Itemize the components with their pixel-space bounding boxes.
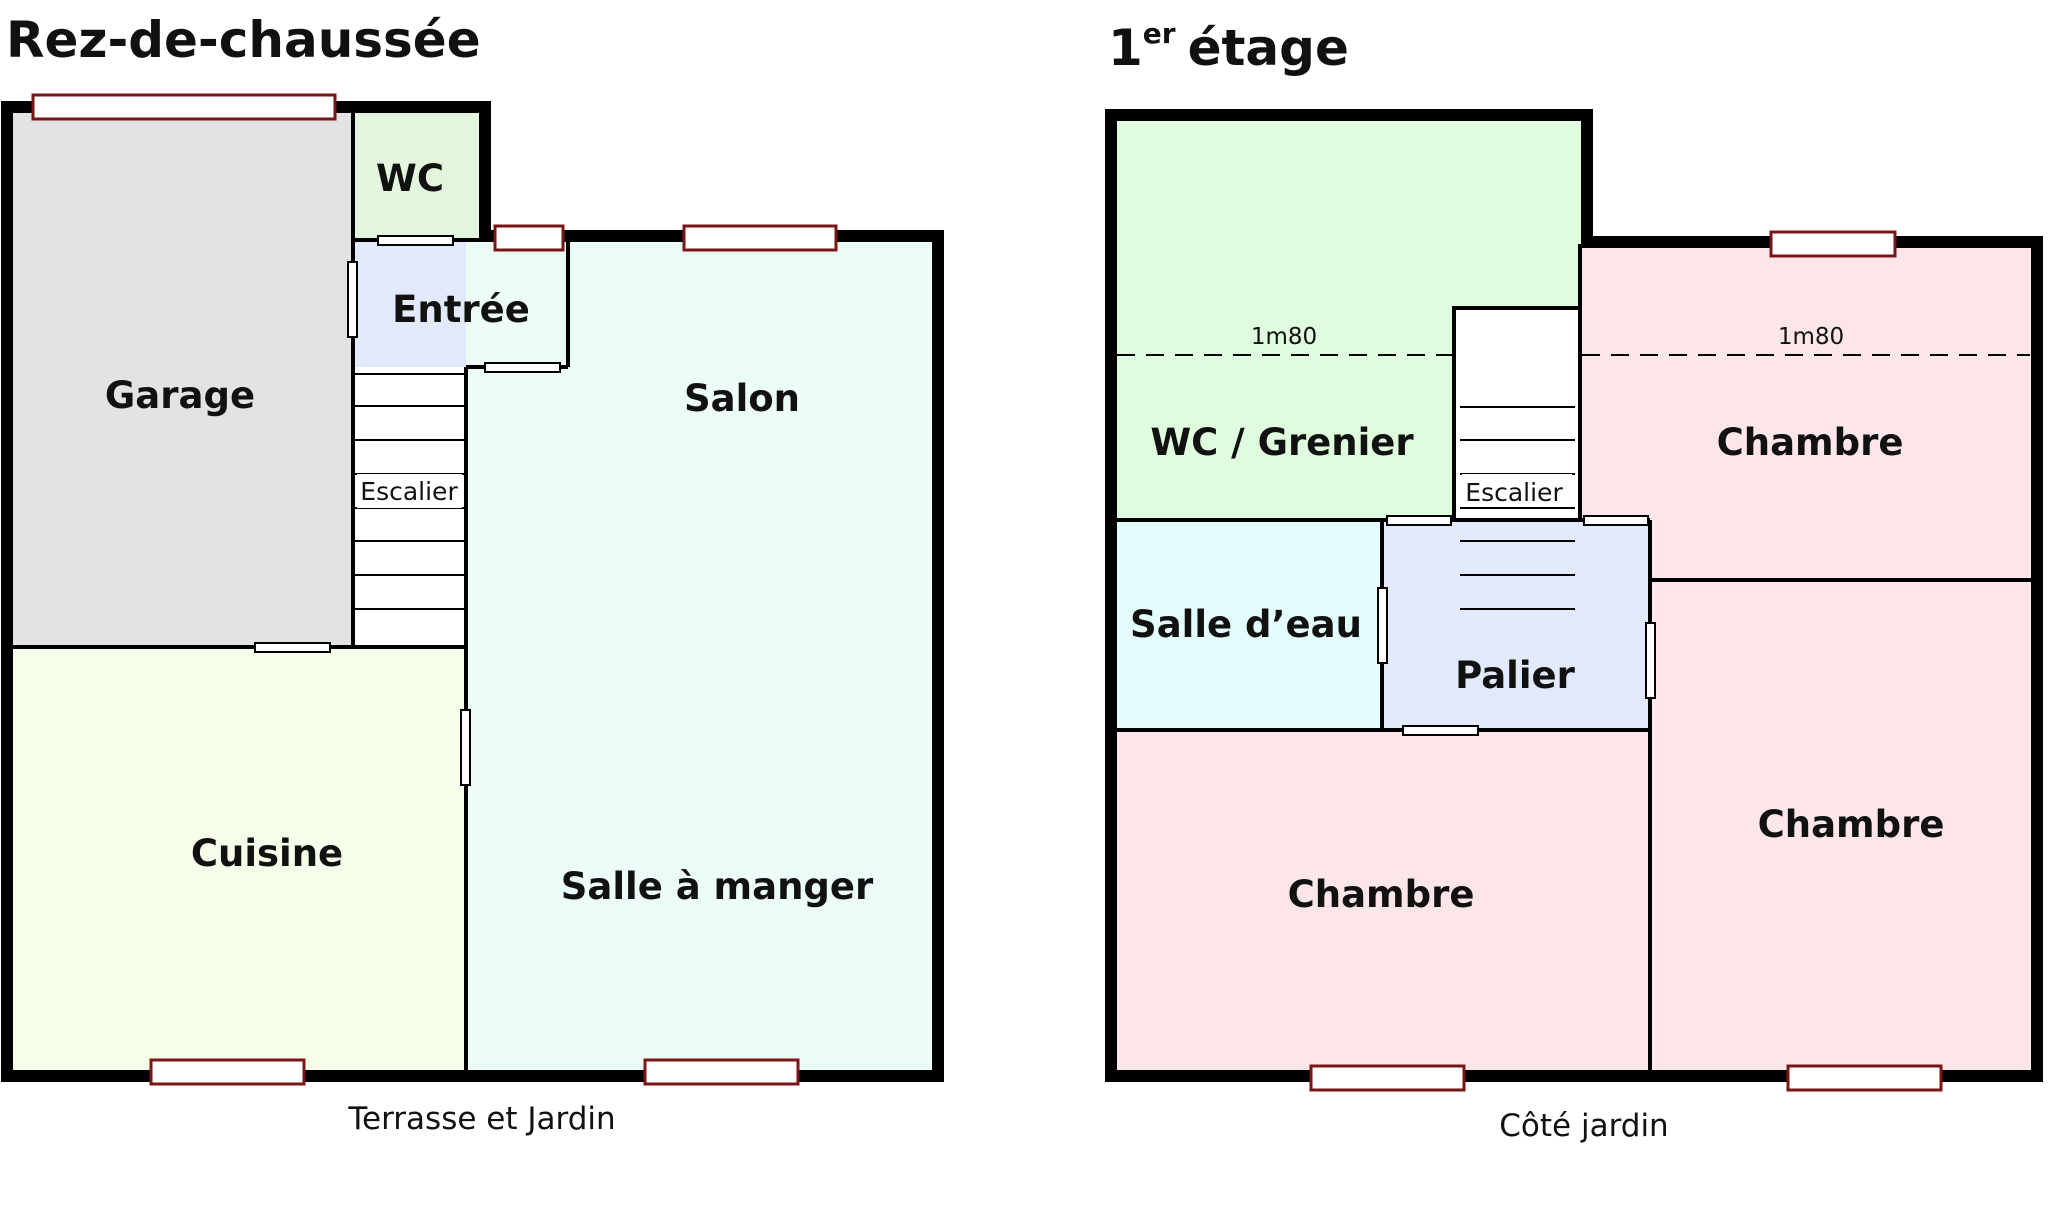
height-mark-right: 1m80 bbox=[1778, 324, 1844, 350]
room-label-wc: WC bbox=[376, 157, 444, 200]
window-entree bbox=[493, 224, 565, 252]
room-label-garage: Garage bbox=[105, 374, 255, 417]
ground-exterior-wall bbox=[1, 101, 944, 1082]
palier-room bbox=[1382, 520, 1650, 730]
ground-windows bbox=[31, 93, 838, 1086]
room-label-cuisine: Cuisine bbox=[191, 832, 343, 875]
room-label-wc-grenier: WC / Grenier bbox=[1150, 421, 1414, 464]
chambre-bottom-left-room bbox=[1115, 730, 1650, 1070]
first-floor-caption: Côté jardin bbox=[1499, 1108, 1668, 1144]
salon-room bbox=[466, 240, 936, 1072]
ground-floor-title: Rez-de-chaussée bbox=[6, 11, 481, 69]
door-entree-salon bbox=[484, 362, 561, 373]
window-garage bbox=[31, 93, 337, 121]
room-label-chambre-top-right: Chambre bbox=[1717, 421, 1904, 464]
salle-eau-room bbox=[1115, 520, 1382, 730]
first-stair-label-bg bbox=[1462, 474, 1572, 507]
door-wc-grenier bbox=[1386, 515, 1452, 526]
door-cuisine-salon bbox=[460, 709, 471, 786]
chambre-top-right-room bbox=[1582, 246, 2032, 580]
room-label-entree: Entrée bbox=[392, 288, 530, 331]
height-mark-left: 1m80 bbox=[1251, 324, 1317, 350]
first-windows bbox=[1309, 230, 1943, 1092]
door-wc bbox=[377, 235, 454, 246]
door-garage-entree bbox=[347, 261, 358, 338]
ground-floor-caption: Terrasse et Jardin bbox=[347, 1101, 615, 1137]
chambre-right-room bbox=[1650, 580, 2032, 1070]
window-salle-a-manger bbox=[643, 1058, 800, 1086]
room-label-salle-eau: Salle d’eau bbox=[1130, 603, 1362, 646]
room-label-chambre-right: Chambre bbox=[1758, 803, 1945, 846]
first-exterior-wall bbox=[1105, 109, 2043, 1082]
room-label-salon: Salon bbox=[684, 377, 800, 420]
ground-doors bbox=[254, 235, 561, 786]
window-chambre-top-right bbox=[1769, 230, 1897, 258]
wc-room bbox=[353, 112, 488, 240]
garage-room bbox=[11, 112, 353, 647]
window-chambre-right bbox=[1786, 1064, 1943, 1092]
door-chambre-bottom-left bbox=[1402, 725, 1479, 736]
ground-stair-label-bg bbox=[357, 474, 462, 508]
door-chambre-right bbox=[1645, 622, 1656, 699]
room-label-escalier: Escalier bbox=[360, 477, 458, 506]
ground-floor-plan: Rez-de-chaussée bbox=[1, 11, 944, 1137]
cuisine-room bbox=[11, 647, 466, 1072]
door-chambre-top-right bbox=[1583, 515, 1649, 526]
room-label-palier: Palier bbox=[1455, 654, 1576, 697]
door-salle-eau bbox=[1377, 587, 1388, 664]
first-doors bbox=[1377, 515, 1656, 736]
door-garage-cuisine bbox=[254, 642, 331, 653]
window-salon bbox=[682, 224, 838, 252]
room-label-chambre-bottom-left: Chambre bbox=[1288, 873, 1475, 916]
window-cuisine bbox=[149, 1058, 306, 1086]
room-label-escalier-upper: Escalier bbox=[1465, 478, 1563, 507]
window-chambre-bottom-left bbox=[1309, 1064, 1466, 1092]
room-label-salle-a-manger: Salle à manger bbox=[561, 865, 874, 908]
